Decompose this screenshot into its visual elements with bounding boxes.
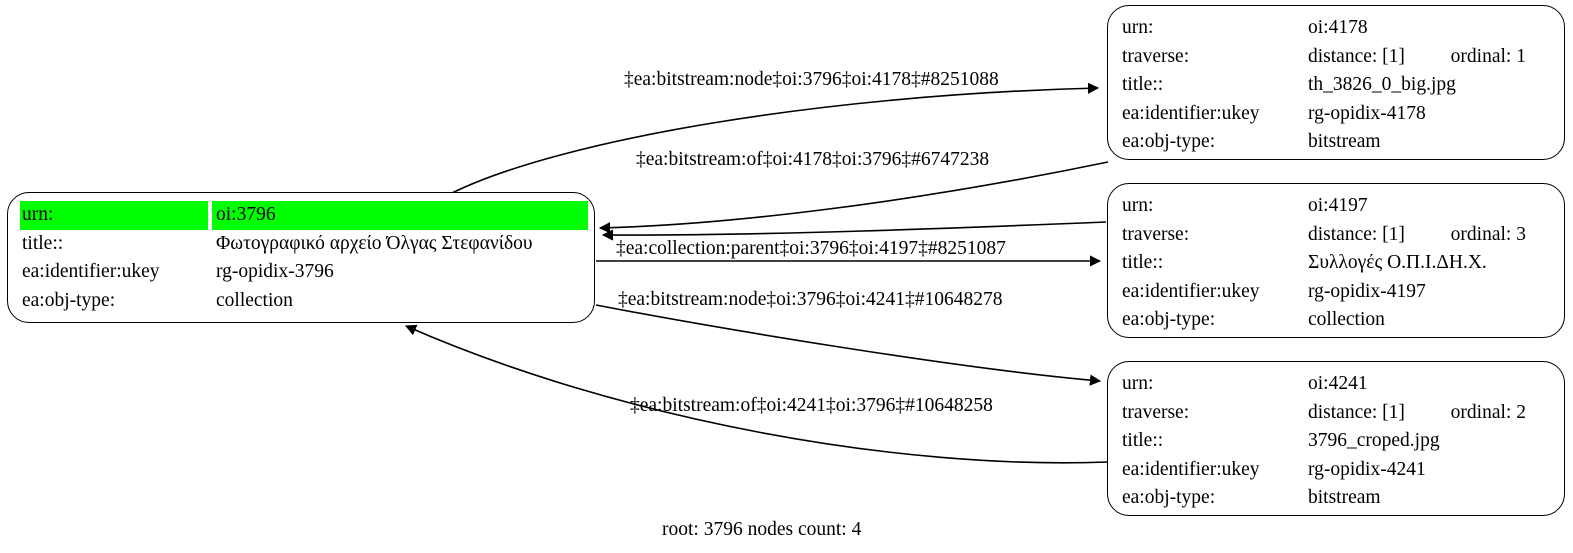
node-row-ukey[interactable]: ea:identifier:ukey rg-opidix-3796 [22,258,582,287]
node-row-value: oi:3796 [212,201,588,230]
node-row-key: urn: [1122,195,1154,216]
node-row-key: urn: [20,201,216,230]
node-row-key: urn: [1122,373,1154,394]
traverse-distance: distance: [1] [1308,401,1405,423]
node-row-urn[interactable]: urn: oi:4178 [1122,14,1552,43]
node-row-traverse[interactable]: traverse: distance: [1] ordinal: 2 [1122,399,1552,428]
node-row-title[interactable]: title:: 3796_croped.jpg [1122,427,1552,456]
node-row-value: oi:4197 [1308,195,1368,216]
node-oi-4197[interactable]: urn: oi:4197 traverse: distance: [1] ord… [1107,183,1565,338]
node-oi-4241[interactable]: urn: oi:4241 traverse: distance: [1] ord… [1107,361,1565,516]
node-row-key: title:: [22,232,64,254]
node-row-value: rg-opidix-3796 [216,261,334,282]
graph-caption: root: 3796 nodes count: 4 [662,519,862,540]
node-row-value: rg-opidix-4178 [1308,102,1426,124]
node-row-key: ea:identifier:ukey [1122,280,1260,302]
node-row-ukey[interactable]: ea:identifier:ukey rg-opidix-4241 [1122,456,1552,485]
edge-path-collection-parent-in [601,221,1107,241]
edge-label-collection-parent: ‡ea:collection:parent‡oi:3796‡oi:4197‡#8… [616,238,1006,259]
node-row-value: collection [1308,309,1385,330]
node-oi-3796[interactable]: urn: oi:3796 title:: Φωτογραφικό αρχείο … [7,192,595,323]
node-row-value: Φωτογραφικό αρχείο Όλγας Στεφανίδου [216,232,533,254]
node-row-key: title:: [1122,74,1164,95]
edge-path-bitstream-of-4178 [598,161,1109,234]
node-row-value: th_3826_0_big.jpg [1308,74,1456,95]
edge-path-bitstream-node-4178 [451,82,1100,194]
node-row-value: rg-opidix-4197 [1308,280,1426,302]
node-row-urn[interactable]: urn: oi:4197 [1122,192,1552,221]
node-row-value: oi:4178 [1308,17,1368,38]
edge-label-bitstream-node-4178: ‡ea:bitstream:node‡oi:3796‡oi:4178‡#8251… [624,69,999,90]
node-row-traverse[interactable]: traverse: distance: [1] ordinal: 3 [1122,221,1552,250]
edge-label-bitstream-of-4241: ‡ea:bitstream:of‡oi:4241‡oi:3796‡#106482… [630,395,993,416]
node-oi-4178[interactable]: urn: oi:4178 traverse: distance: [1] ord… [1107,5,1565,160]
node-row-key: urn: [1122,17,1154,38]
traverse-ordinal: ordinal: 2 [1450,401,1526,423]
node-row-value: rg-opidix-4241 [1308,458,1426,480]
traverse-distance: distance: [1] [1308,223,1405,245]
node-row-title[interactable]: title:: th_3826_0_big.jpg [1122,71,1552,100]
traverse-ordinal: ordinal: 3 [1450,223,1526,245]
node-row-value: bitstream [1308,131,1381,152]
node-row-value: collection [216,289,293,311]
edge-label-bitstream-of-4178: ‡ea:bitstream:of‡oi:4178‡oi:3796‡#674723… [636,149,990,170]
node-row-ukey[interactable]: ea:identifier:ukey rg-opidix-4197 [1122,278,1552,307]
node-row-key: ea:obj-type: [1122,131,1216,152]
edge-label-bitstream-node-4241: ‡ea:bitstream:node‡oi:3796‡oi:4241‡#1064… [618,289,1003,310]
node-row-key: ea:identifier:ukey [1122,458,1260,480]
node-row-value: oi:4241 [1308,373,1368,394]
node-row-key: title:: [1122,430,1164,451]
node-row-objtype[interactable]: ea:obj-type: collection [22,287,582,316]
node-row-value: distance: [1] ordinal: 2 [1308,399,1552,428]
node-row-title[interactable]: title:: Φωτογραφικό αρχείο Όλγας Στεφανί… [22,230,582,259]
node-row-value: distance: [1] ordinal: 3 [1308,221,1552,250]
edge-path-bitstream-node-4241 [595,304,1102,386]
node-row-key: ea:obj-type: [1122,487,1216,508]
traverse-distance: distance: [1] [1308,45,1405,67]
node-row-key: title:: [1122,252,1164,273]
node-row-objtype[interactable]: ea:obj-type: bitstream [1122,484,1552,513]
node-row-key: traverse: [1122,401,1190,423]
node-row-objtype[interactable]: ea:obj-type: bitstream [1122,128,1552,157]
node-row-objtype[interactable]: ea:obj-type: collection [1122,306,1552,335]
node-row-value: 3796_croped.jpg [1308,430,1440,451]
node-row-urn[interactable]: urn: oi:3796 [20,201,588,230]
node-row-value: bitstream [1308,487,1381,508]
node-row-key: traverse: [1122,45,1190,67]
node-row-key: ea:obj-type: [22,289,116,311]
highlight-fill-value [212,201,588,230]
node-row-title[interactable]: title:: Συλλογές Ο.Π.Ι.ΔΗ.Χ. [1122,249,1552,278]
node-row-key: ea:identifier:ukey [22,261,160,282]
node-row-key: ea:identifier:ukey [1122,102,1260,124]
node-row-urn[interactable]: urn: oi:4241 [1122,370,1552,399]
node-row-traverse[interactable]: traverse: distance: [1] ordinal: 1 [1122,43,1552,72]
node-row-value: distance: [1] ordinal: 1 [1308,43,1552,72]
traverse-ordinal: ordinal: 1 [1450,45,1526,67]
node-row-key: ea:obj-type: [1122,309,1216,330]
node-row-key: traverse: [1122,223,1190,245]
node-row-value: Συλλογές Ο.Π.Ι.ΔΗ.Χ. [1308,252,1487,273]
node-row-ukey[interactable]: ea:identifier:ukey rg-opidix-4178 [1122,100,1552,129]
highlight-fill-key [20,201,208,230]
